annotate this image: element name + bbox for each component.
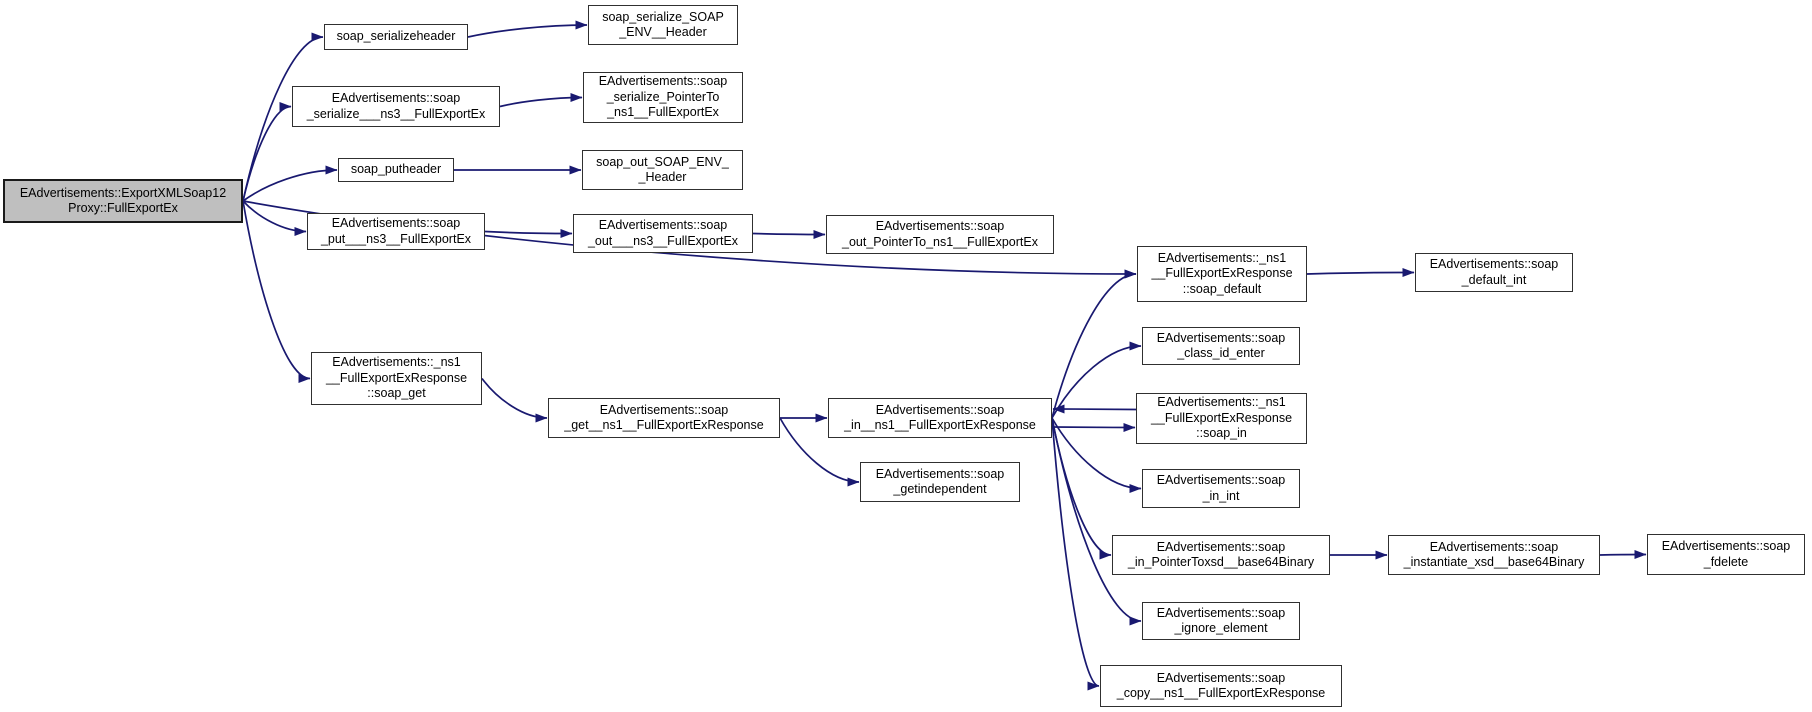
edge-response-soap-default-to-soap-default-int <box>1306 268 1415 278</box>
node-soap-ignore-element[interactable]: EAdvertisements::soap_ignore_element <box>1142 602 1300 640</box>
node-label-line: EAdvertisements::soap <box>875 466 1005 481</box>
node-label-line: EAdvertisements::soap <box>1661 539 1791 553</box>
edge-serialize-ns3-fullexportex-to-serialize-pointerto-ns1 <box>499 93 583 108</box>
node-out-ns3-fullexportex[interactable]: EAdvertisements::soap_out___ns3__FullExp… <box>573 214 753 253</box>
node-get-ns1-response[interactable]: EAdvertisements::soap_get__ns1__FullExpo… <box>548 398 780 438</box>
node-label-line: _in__ns1__FullExportExResponse <box>844 418 1036 432</box>
node-label-line: _get__ns1__FullExportExResponse <box>564 418 764 432</box>
node-label-line: soap_out_SOAP_ENV_ <box>596 154 729 169</box>
node-response-soap-in[interactable]: EAdvertisements::_ns1__FullExportExRespo… <box>1136 393 1307 444</box>
node-soap-getindependent[interactable]: EAdvertisements::soap_getindependent <box>860 462 1020 502</box>
node-soap-class-id-enter[interactable]: EAdvertisements::soap_class_id_enter <box>1142 327 1300 365</box>
node-label-line: Proxy::FullExportEx <box>68 201 178 215</box>
node-soap-default-int[interactable]: EAdvertisements::soap_default_int <box>1415 253 1573 292</box>
node-label-line: ::soap_default <box>1182 281 1262 296</box>
node-serialize-pointerto-ns1[interactable]: EAdvertisements::soap_serialize_PointerT… <box>583 72 743 123</box>
node-label-line: EAdvertisements::soap <box>1156 330 1286 345</box>
node-label-line: EAdvertisements::ExportXMLSoap12 <box>19 185 227 200</box>
node-label-line: _ns1__FullExportEx <box>607 105 719 120</box>
node-label-line: EAdvertisements::soap <box>1156 670 1286 685</box>
node-serialize-soap-env-header[interactable]: soap_serialize_SOAP_ENV__Header <box>588 5 738 45</box>
edge-in-ns1-response-to-copy-ns1-response <box>1051 417 1100 691</box>
node-label-line: _serialize_PointerTo <box>606 89 720 104</box>
edge-get-ns1-response-to-soap-getindependent <box>779 417 860 487</box>
node-label-line: EAdvertisements::_ns1 <box>332 355 461 370</box>
node-label-line: EAdvertisements::soap <box>875 219 1005 233</box>
edge-soap-serializeheader-to-serialize-soap-env-header <box>467 20 588 38</box>
edge-in-ns1-response-to-soap-in-int <box>1051 417 1142 493</box>
node-label-line: ::soap_in <box>1196 426 1247 441</box>
node-label-line: _serialize___ns3__FullExportEx <box>306 106 486 121</box>
edge-out-ns3-fullexportex-to-out-pointerto-ns1 <box>752 229 826 239</box>
node-label-line: _getindependent <box>893 482 987 496</box>
edge-fullexportex-to-response-soap-get <box>242 200 311 383</box>
node-label-line: EAdvertisements::soap <box>1156 605 1286 620</box>
node-response-soap-default[interactable]: EAdvertisements::_ns1__FullExportExRespo… <box>1137 246 1307 302</box>
node-label-line: EAdvertisements::soap <box>331 91 461 105</box>
node-label-line: __FullExportExResponse <box>1151 266 1293 281</box>
node-label-line: soap_serializeheader <box>336 29 456 44</box>
node-label-line: _fdelete <box>1703 554 1749 569</box>
edge-instantiate-xsd-base64-to-soap-fdelete <box>1599 550 1647 560</box>
node-label-line: EAdvertisements::soap <box>599 402 729 417</box>
node-label-line: _out___ns3__FullExportEx <box>587 233 739 248</box>
node-label-line: _ignore_element <box>1174 621 1268 635</box>
node-label-line: EAdvertisements::soap <box>1429 539 1559 554</box>
node-instantiate-xsd-base64[interactable]: EAdvertisements::soap_instantiate_xsd__b… <box>1388 535 1600 575</box>
node-label-line: __FullExportExResponse <box>1150 410 1293 425</box>
node-label-line: _ENV__Header <box>619 25 707 39</box>
node-label-line: _default_int <box>1461 272 1527 287</box>
edge-in-ns1-response-to-in-pointertoxsd-base64 <box>1051 417 1112 560</box>
node-in-ns1-response[interactable]: EAdvertisements::soap_in__ns1__FullExpor… <box>828 398 1052 438</box>
node-label-line: _copy__ns1__FullExportExResponse <box>1116 686 1326 700</box>
edge-in-ns1-response-to-response-soap-default <box>1051 269 1137 419</box>
node-label-line: _class_id_enter <box>1177 346 1265 360</box>
node-label-line: ::soap_get <box>367 386 426 401</box>
node-label-line: EAdvertisements::soap <box>598 218 728 232</box>
node-soap-in-int[interactable]: EAdvertisements::soap_in_int <box>1142 469 1300 508</box>
node-copy-ns1-response[interactable]: EAdvertisements::soap_copy__ns1__FullExp… <box>1100 665 1342 707</box>
node-label-line: _in_PointerToxsd__base64Binary <box>1127 555 1315 569</box>
edge-in-ns1-response-to-response-soap-in <box>1051 422 1136 432</box>
node-serialize-ns3-fullexportex[interactable]: EAdvertisements::soap_serialize___ns3__F… <box>292 86 500 127</box>
node-label-line: _out_PointerTo_ns1__FullExportEx <box>842 234 1038 249</box>
edge-response-soap-in-to-in-ns1-response <box>1052 404 1137 414</box>
node-label-line: EAdvertisements::soap <box>331 216 461 230</box>
node-label-line: soap_putheader <box>350 162 442 177</box>
edge-fullexportex-to-put-ns3-fullexportex <box>242 200 307 236</box>
node-label-line: EAdvertisements::_ns1 <box>1157 395 1286 410</box>
node-out-pointerto-ns1[interactable]: EAdvertisements::soap_out_PointerTo_ns1_… <box>826 215 1054 254</box>
node-label-line: EAdvertisements::soap <box>1156 539 1286 554</box>
node-label-line: soap_serialize_SOAP <box>602 9 724 24</box>
node-label-line: _in_int <box>1202 488 1240 503</box>
node-label-line: _put___ns3__FullExportEx <box>320 231 472 246</box>
node-put-ns3-fullexportex[interactable]: EAdvertisements::soap_put___ns3__FullExp… <box>307 213 485 250</box>
edge-fullexportex-to-serialize-ns3-fullexportex <box>242 102 292 202</box>
node-label-line: EAdvertisements::soap <box>598 74 728 89</box>
node-soap-fdelete[interactable]: EAdvertisements::soap_fdelete <box>1647 534 1805 575</box>
node-soap-serializeheader[interactable]: soap_serializeheader <box>324 24 468 50</box>
edge-in-ns1-response-to-soap-class-id-enter <box>1051 341 1142 419</box>
node-in-pointertoxsd-base64[interactable]: EAdvertisements::soap_in_PointerToxsd__b… <box>1112 535 1330 575</box>
node-response-soap-get[interactable]: EAdvertisements::_ns1__FullExportExRespo… <box>311 352 482 405</box>
node-label-line: __FullExportExResponse <box>325 370 468 385</box>
node-soap-putheader[interactable]: soap_putheader <box>338 158 454 182</box>
node-label-line: _instantiate_xsd__base64Binary <box>1403 555 1585 569</box>
node-out-soap-env-header[interactable]: soap_out_SOAP_ENV__Header <box>582 150 743 190</box>
edge-response-soap-get-to-get-ns1-response <box>481 377 548 423</box>
node-label-line: EAdvertisements::soap <box>1156 473 1286 487</box>
node-label-line: EAdvertisements::_ns1 <box>1157 250 1287 265</box>
node-label-line: EAdvertisements::soap <box>875 402 1005 417</box>
edge-in-ns1-response-to-soap-ignore-element <box>1051 417 1142 626</box>
node-label-line: _Header <box>638 170 687 184</box>
edge-put-ns3-fullexportex-to-out-ns3-fullexportex <box>484 228 573 238</box>
edge-fullexportex-to-soap-putheader <box>242 165 338 202</box>
node-label-line: EAdvertisements::soap <box>1429 257 1559 271</box>
